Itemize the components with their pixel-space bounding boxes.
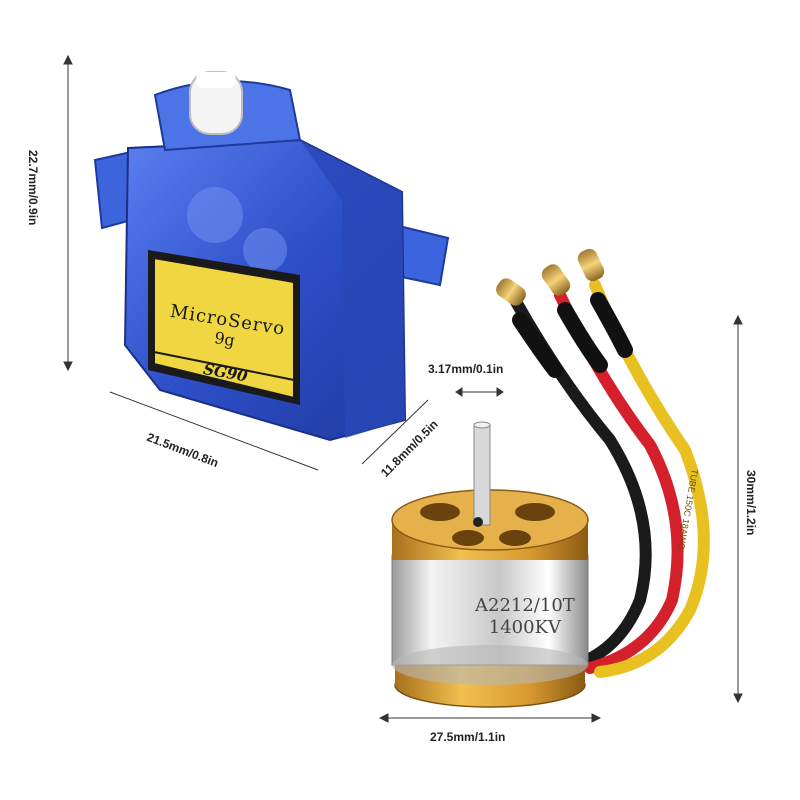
dimension-lines xyxy=(63,54,743,723)
motor-label: A2212/10T 1400KV xyxy=(475,595,575,639)
motor-kv-text: 1400KV xyxy=(488,617,562,638)
motor-wires xyxy=(496,248,710,678)
brushless-motor xyxy=(391,421,589,708)
motor-height-label: 30mm/1.2in xyxy=(744,470,758,536)
motor-width-label: 27.5mm/1.1in xyxy=(430,730,506,744)
motor-model-text: A2212/10T xyxy=(475,595,575,616)
servo-height-label: 22.7mm/0.9in xyxy=(26,150,40,226)
servo-motor xyxy=(93,71,450,442)
shaft-diameter-label: 3.17mm/0.1in xyxy=(428,362,504,376)
